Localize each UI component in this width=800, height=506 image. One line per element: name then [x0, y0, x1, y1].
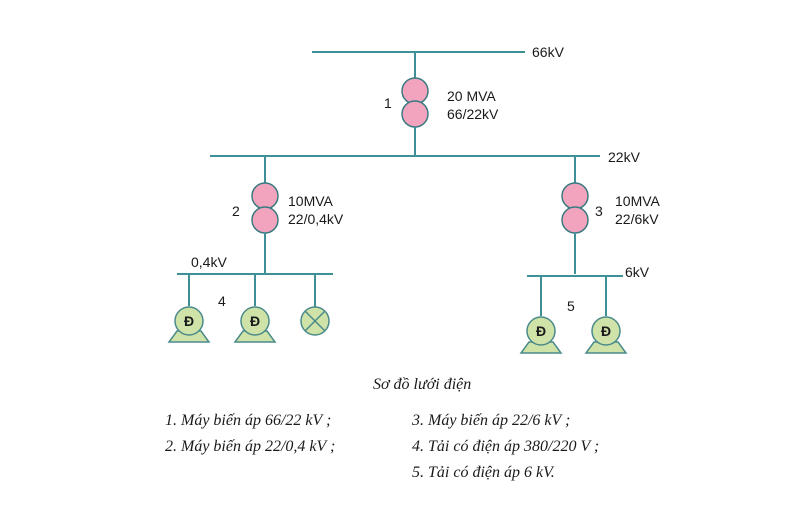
transformer-2-number: 2 — [232, 203, 240, 219]
bus-6kv-label: 6kV — [625, 264, 650, 280]
legend-item-3: 3. Máy biến áp 22/6 kV ; — [411, 412, 570, 429]
motor-5b-icon: Đ — [584, 316, 628, 354]
motor-5a-letter: Đ — [536, 323, 546, 339]
legend-item-2: 2. Máy biến áp 22/0,4 kV ; — [165, 438, 335, 455]
transformer-1-rating: 20 MVA — [447, 88, 496, 104]
transformer-2-ratio: 22/0,4kV — [288, 211, 344, 227]
transformer-2-rating: 10MVA — [288, 193, 334, 209]
legend-item-5: 5. Tải có điện áp 6 kV. — [412, 464, 555, 481]
transformer-1-number: 1 — [384, 95, 392, 111]
transformer-1-ratio: 66/22kV — [447, 106, 499, 122]
legend-item-1: 1. Máy biến áp 66/22 kV ; — [165, 412, 331, 429]
motor-4a-letter: Đ — [184, 313, 194, 329]
diagram-caption: Sơ đồ lưới điện — [373, 376, 471, 393]
load-group-5-number: 5 — [567, 298, 575, 314]
transformer-3-icon — [561, 182, 589, 234]
lamp-load-icon — [300, 306, 330, 336]
legend-item-4: 4. Tải có điện áp 380/220 V ; — [412, 438, 599, 455]
bus-0-4kv-label: 0,4kV — [191, 254, 227, 270]
transformer-3-number: 3 — [595, 203, 603, 219]
bus-22kv-label: 22kV — [608, 149, 641, 165]
transformer-2-icon — [251, 182, 279, 234]
motor-4b-letter: Đ — [250, 313, 260, 329]
transformer-3-rating: 10MVA — [615, 193, 661, 209]
motor-5b-letter: Đ — [601, 323, 611, 339]
motor-4b-icon: Đ — [233, 306, 277, 343]
transformer-3-ratio: 22/6kV — [615, 211, 659, 227]
motor-4a-icon: Đ — [167, 306, 211, 343]
load-group-4-number: 4 — [218, 293, 226, 309]
motor-5a-icon: Đ — [519, 316, 563, 354]
transformer-1-icon — [401, 77, 429, 128]
bus-66kv-label: 66kV — [532, 44, 565, 60]
